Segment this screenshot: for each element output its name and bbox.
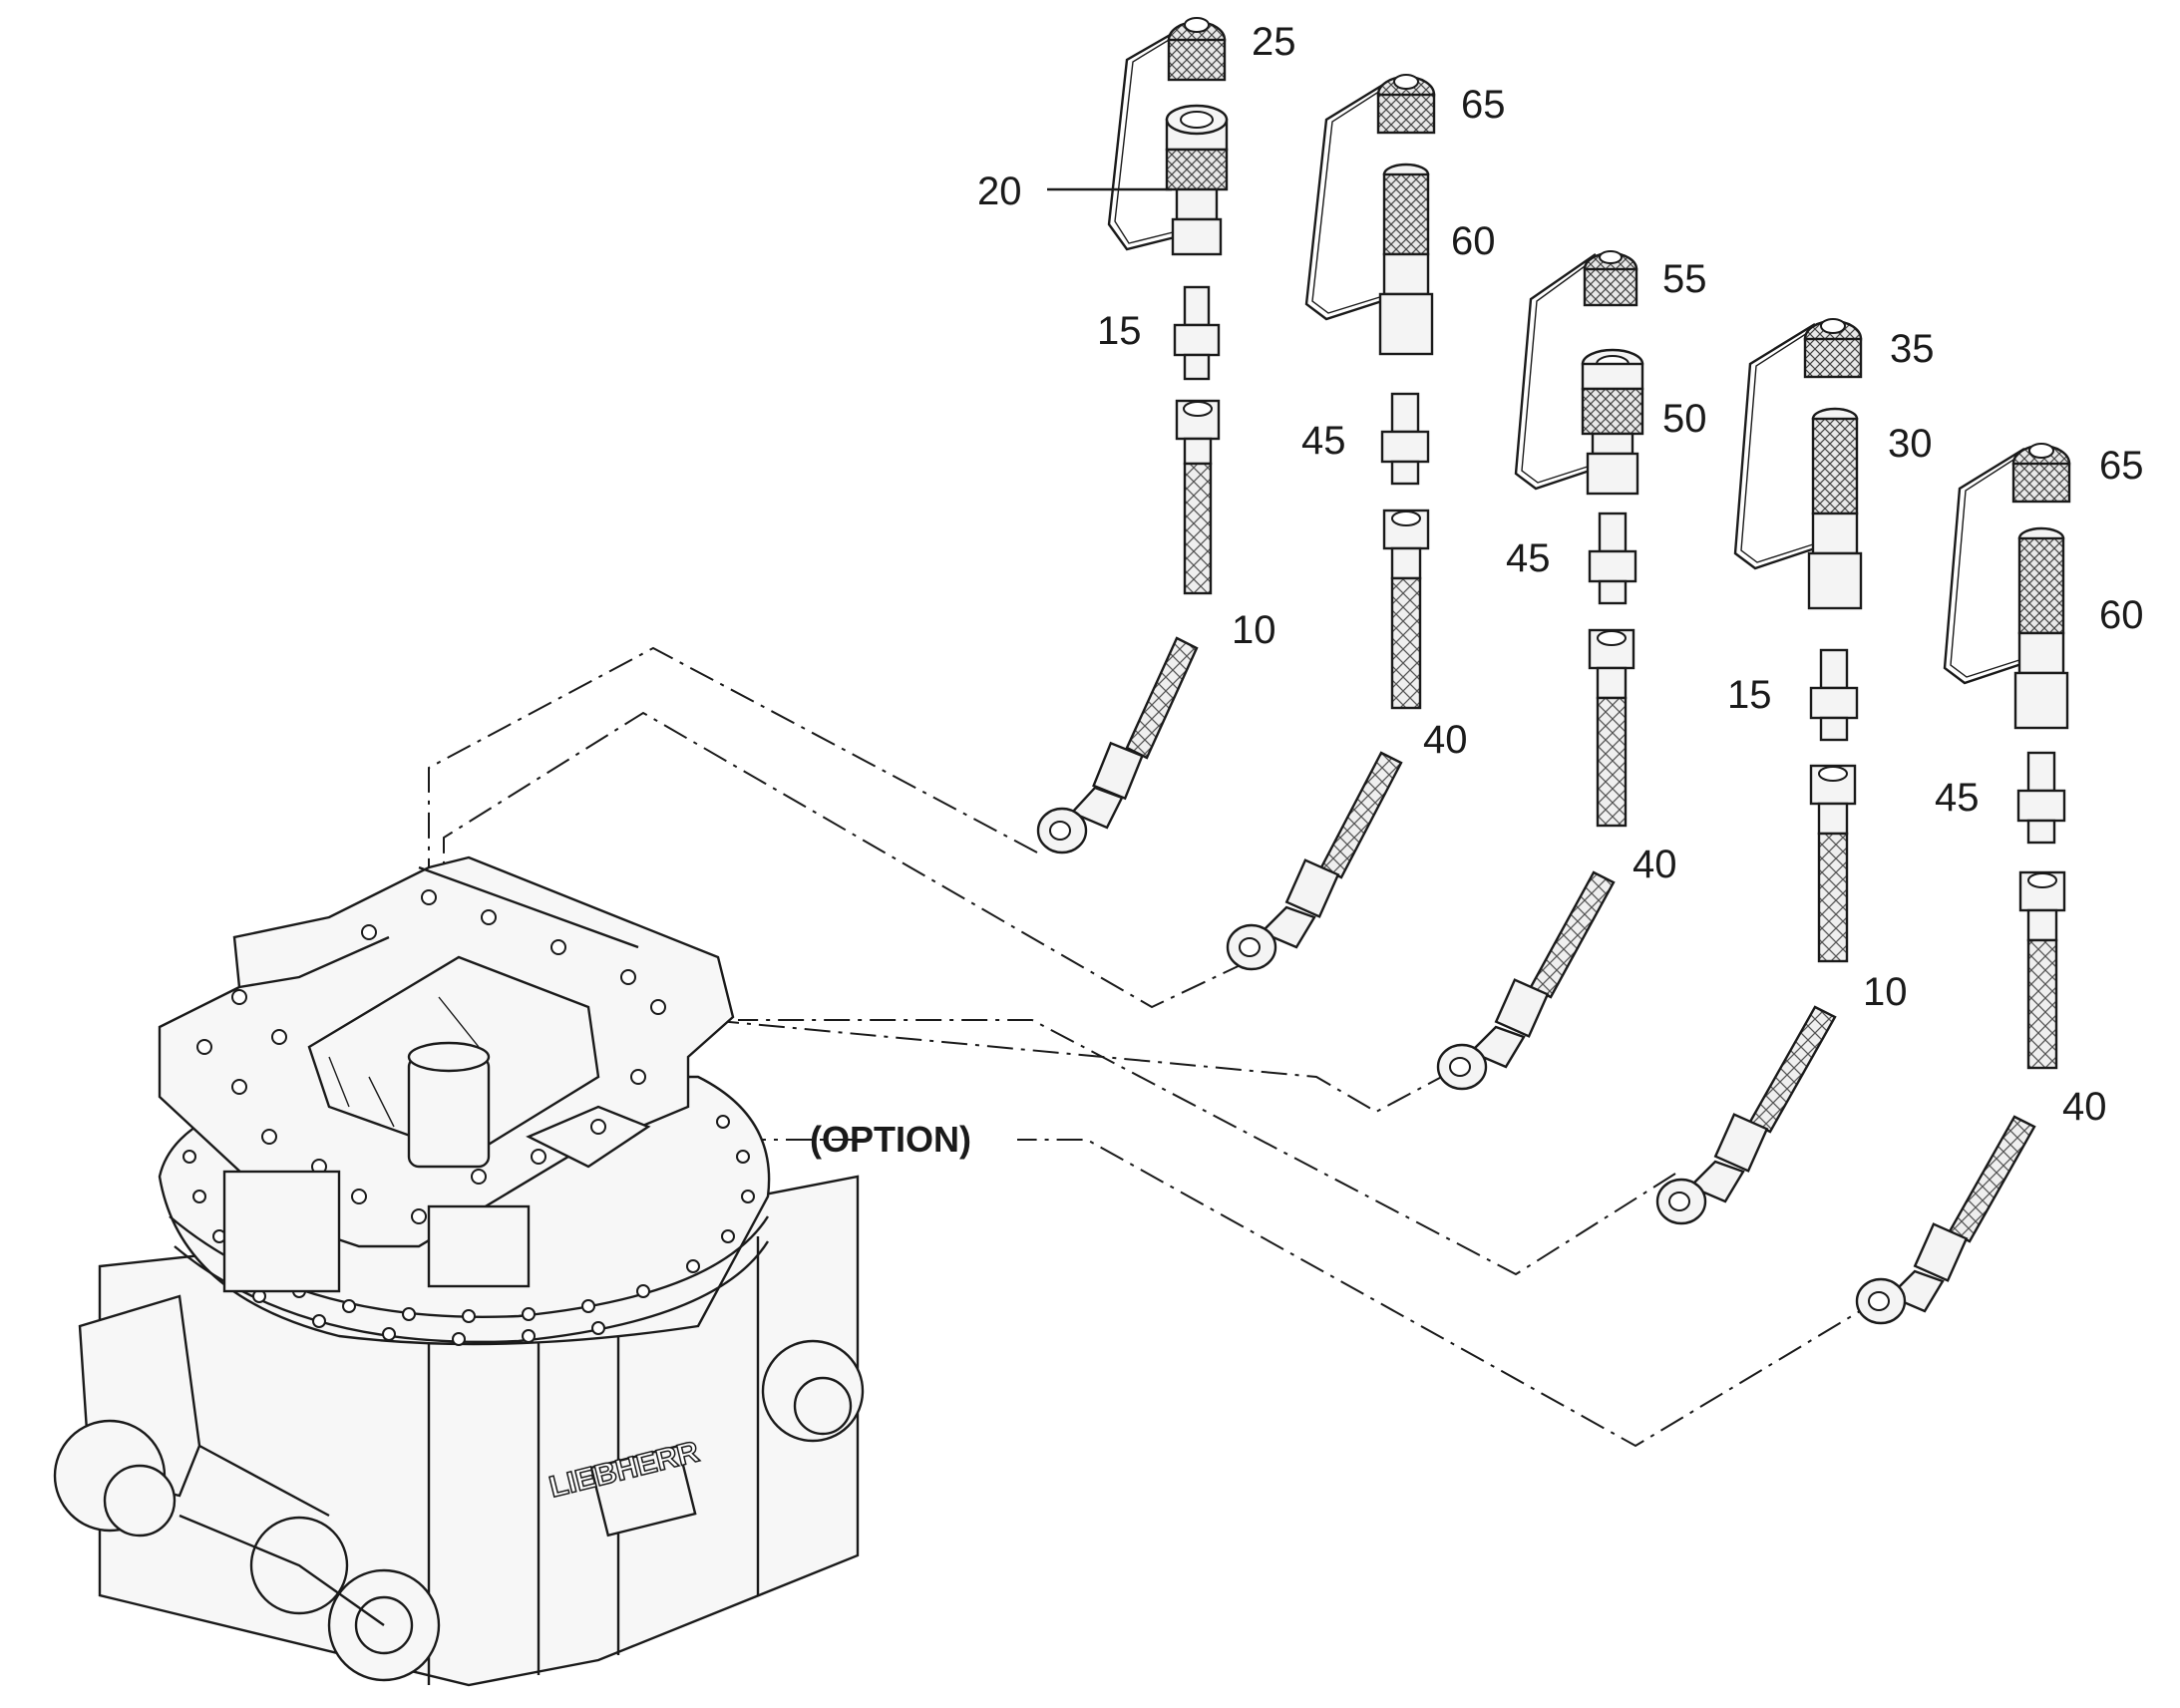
- label-45c: 45: [1935, 776, 1980, 820]
- label-40a: 40: [1423, 718, 1468, 762]
- label-15b: 15: [1727, 673, 1772, 717]
- hose-40c-lower: [1855, 1115, 2036, 1325]
- hose-10b-upper: [1809, 764, 1857, 963]
- option-label: (OPTION): [810, 1119, 971, 1160]
- label-40b: 40: [1633, 843, 1677, 886]
- label-35: 35: [1890, 327, 1935, 371]
- label-10a: 10: [1232, 608, 1276, 652]
- label-65b: 65: [2099, 444, 2144, 488]
- column-2: [1226, 74, 1436, 971]
- coupler-plug-60a: [1378, 163, 1434, 356]
- hose-10a-lower: [1036, 636, 1199, 854]
- part-labels: 25 65 55 35 65 20 60 15 50 45 30 45 60 1…: [810, 20, 2144, 1160]
- adapter-45c: [2016, 751, 2066, 845]
- column-4: [1655, 318, 1863, 1225]
- label-30: 30: [1888, 422, 1933, 466]
- hose-40a-upper: [1382, 509, 1430, 710]
- plate-holes: [196, 889, 666, 1224]
- quick-coupler-50: [1581, 348, 1644, 496]
- rotator-unit: LIEBHERR: [53, 855, 865, 1687]
- hose-40b-upper: [1588, 628, 1635, 828]
- column-1: [1036, 17, 1229, 854]
- label-25: 25: [1252, 20, 1296, 64]
- label-10b: 10: [1863, 970, 1908, 1014]
- column-5: [1855, 443, 2071, 1325]
- label-55: 55: [1662, 257, 1707, 301]
- label-60a: 60: [1451, 219, 1496, 263]
- adapter-45b: [1588, 512, 1637, 605]
- hose-10b-lower: [1655, 1005, 1837, 1225]
- hose-40b-lower: [1436, 870, 1616, 1091]
- label-40c: 40: [2062, 1085, 2107, 1129]
- label-45a: 45: [1301, 419, 1346, 463]
- coupler-plug-30: [1807, 407, 1863, 610]
- label-45b: 45: [1506, 536, 1551, 580]
- label-60b: 60: [2099, 593, 2144, 637]
- adapter-15b: [1809, 648, 1859, 742]
- adapter-45a: [1380, 392, 1430, 486]
- hose-40a-lower: [1226, 751, 1403, 971]
- label-50: 50: [1662, 397, 1707, 441]
- quick-coupler-20: [1165, 104, 1229, 256]
- column-3: [1436, 250, 1644, 1091]
- hose-10a-upper: [1175, 399, 1221, 595]
- coupler-plug-60b: [2013, 526, 2069, 730]
- adapter-15a: [1173, 285, 1221, 381]
- label-65a: 65: [1461, 83, 1506, 127]
- label-15a: 15: [1097, 309, 1142, 353]
- hose-40c-upper: [2018, 870, 2066, 1070]
- label-20: 20: [977, 170, 1022, 213]
- leader-lines: [428, 646, 1881, 1448]
